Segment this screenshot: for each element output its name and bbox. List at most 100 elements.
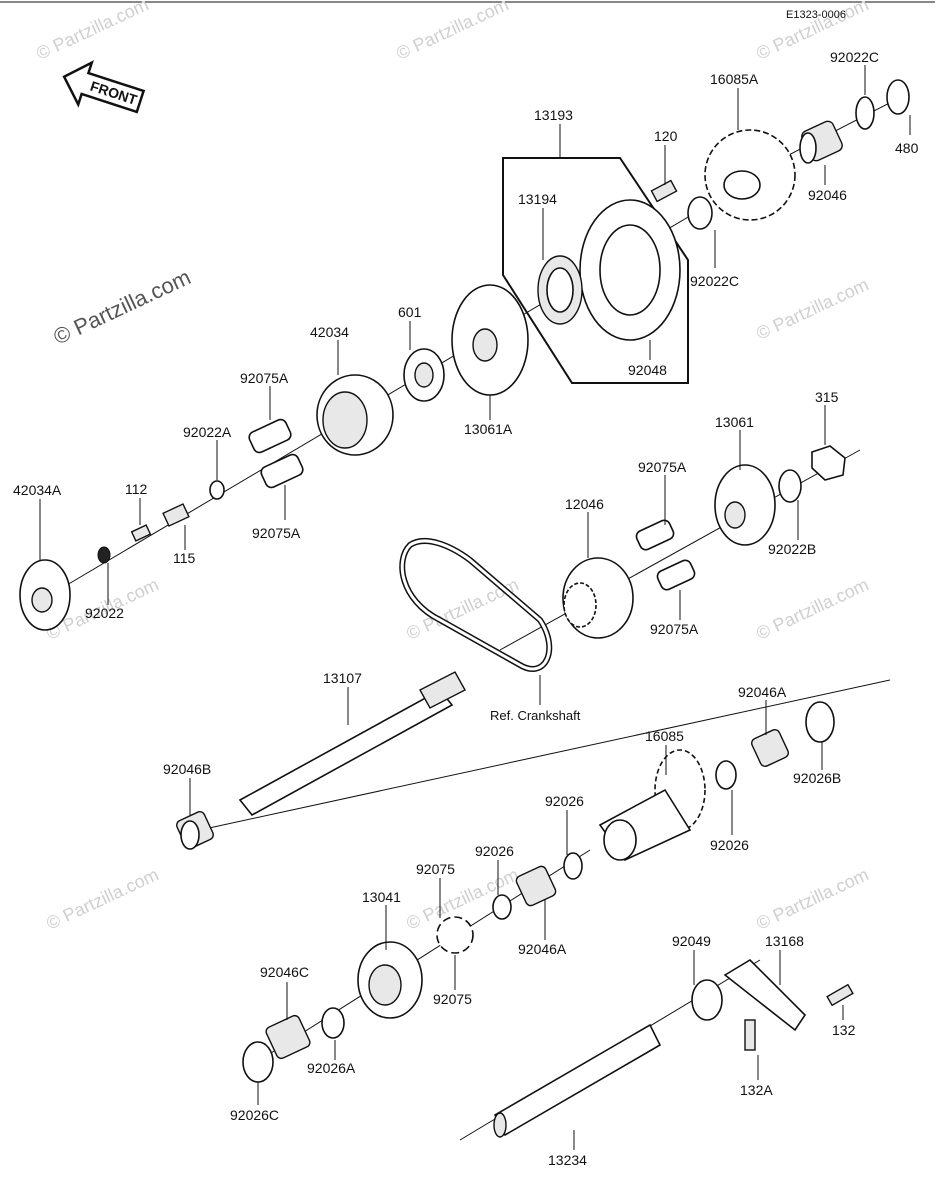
diagram-code: E1323-0006 [786, 9, 846, 21]
part-label: 16085 [645, 728, 684, 744]
bolt-132A [744, 1019, 756, 1051]
bearing-92046B [176, 811, 214, 850]
clutch-plate-92048 [579, 199, 681, 341]
watermark-main: © Partzilla.com [50, 264, 195, 349]
part-label: 12046 [565, 496, 604, 512]
circlip-480 [886, 79, 910, 115]
part-label: 92026 [710, 837, 749, 853]
reference-label: Ref. Crankshaft [490, 708, 581, 723]
part-label: 92075 [433, 991, 472, 1007]
bearing-92046A [751, 729, 789, 767]
part-label: 13194 [518, 191, 557, 207]
dog-13041 [357, 941, 423, 1019]
part-label: 13107 [323, 670, 362, 686]
part-label: 92026 [475, 843, 514, 859]
watermark: © Partzilla.com [753, 864, 871, 933]
damper-holder-42034 [316, 374, 394, 456]
washer-92026-2 [563, 852, 583, 880]
part-label: 13193 [534, 107, 573, 123]
part-label: 92075A [252, 525, 301, 541]
bearing-92046C [265, 1014, 311, 1060]
part-label: 92022C [830, 49, 879, 65]
leader-lines [39, 65, 911, 1150]
part-label: 92022A [183, 424, 232, 440]
part-label: 480 [895, 140, 919, 156]
washer-92026 [715, 760, 737, 790]
shaft-13234 [493, 1023, 662, 1138]
washer-92026A [321, 1007, 345, 1039]
front-arrow: FRONT [62, 60, 146, 114]
seal-92026B [805, 701, 835, 743]
part-label: 92026A [307, 1060, 356, 1076]
part-label: 112 [125, 481, 148, 497]
watermark: © Partzilla.com [43, 864, 161, 933]
washer-92022C-2 [687, 196, 713, 230]
part-label: 92026B [793, 770, 841, 786]
seal-92049 [691, 979, 723, 1021]
bearing-13194 [537, 255, 583, 325]
gear-16085 [598, 749, 706, 862]
part-label: 92046A [518, 941, 567, 957]
part-labels: 13193 120 16085A 92022C 480 92046 13194 … [13, 49, 919, 1168]
part-label: 13234 [548, 1152, 587, 1168]
washer-92022B [778, 469, 802, 503]
part-label: 13041 [362, 889, 401, 905]
part-label: 132A [740, 1082, 773, 1098]
hub-13061 [714, 464, 776, 546]
washer-92022 [97, 546, 111, 564]
part-label: 92022B [768, 541, 816, 557]
nut-315 [811, 445, 846, 481]
chain [399, 538, 553, 672]
needle-bearing-92046 [799, 120, 843, 164]
part-label: 92026C [230, 1107, 279, 1123]
washer-92022A [209, 480, 225, 500]
washer-92026-3 [492, 894, 512, 920]
bearing-601 [403, 348, 445, 402]
sprocket-16085A [704, 129, 796, 221]
bolt-132 [826, 983, 854, 1007]
part-label: 42034A [13, 482, 62, 498]
part-label: 92048 [628, 362, 667, 378]
part-label: 92075A [240, 370, 289, 386]
watermark: © Partzilla.com [393, 0, 511, 64]
part-label: 16085A [710, 71, 759, 87]
washer-92026C [242, 1041, 274, 1083]
part-label: 120 [654, 128, 678, 144]
part-label: 92046B [163, 761, 211, 777]
watermark: © Partzilla.com [753, 274, 871, 343]
sprocket-12046 [562, 557, 634, 639]
washer-92022C [855, 96, 875, 130]
part-label: 92022C [690, 273, 739, 289]
part-label: 132 [832, 1022, 856, 1038]
part-label: 92046A [738, 684, 787, 700]
part-label: 13061A [464, 421, 513, 437]
hub-13061A [451, 284, 529, 396]
watermark: © Partzilla.com [753, 574, 871, 643]
part-label: 601 [398, 304, 422, 320]
damper-92075A-right [635, 519, 696, 591]
damper-92075 [436, 916, 474, 954]
part-label: 92075A [650, 621, 699, 637]
part-label: 92075 [416, 861, 455, 877]
part-label: 92046 [808, 187, 847, 203]
part-label: 315 [815, 389, 839, 405]
part-label: 13061 [715, 414, 754, 430]
part-label: 92049 [672, 933, 711, 949]
screw-112 [130, 524, 152, 542]
bearing-92046A-2 [515, 865, 557, 907]
damper-92075A [248, 418, 304, 489]
bolt-120 [650, 179, 678, 203]
lever-13168 [723, 958, 807, 1032]
watermark: © Partzilla.com [33, 0, 151, 64]
assembly-13193-outline [502, 157, 689, 384]
bolt-115 [162, 503, 190, 527]
part-label: 92026 [545, 793, 584, 809]
shaft-13107 [238, 671, 466, 817]
part-label: 92075A [638, 459, 687, 475]
part-label: 42034 [310, 324, 349, 340]
part-label: 92046C [260, 964, 309, 980]
part-label: 13168 [765, 933, 804, 949]
part-label: 115 [173, 550, 196, 566]
part-label: 92022 [85, 605, 124, 621]
